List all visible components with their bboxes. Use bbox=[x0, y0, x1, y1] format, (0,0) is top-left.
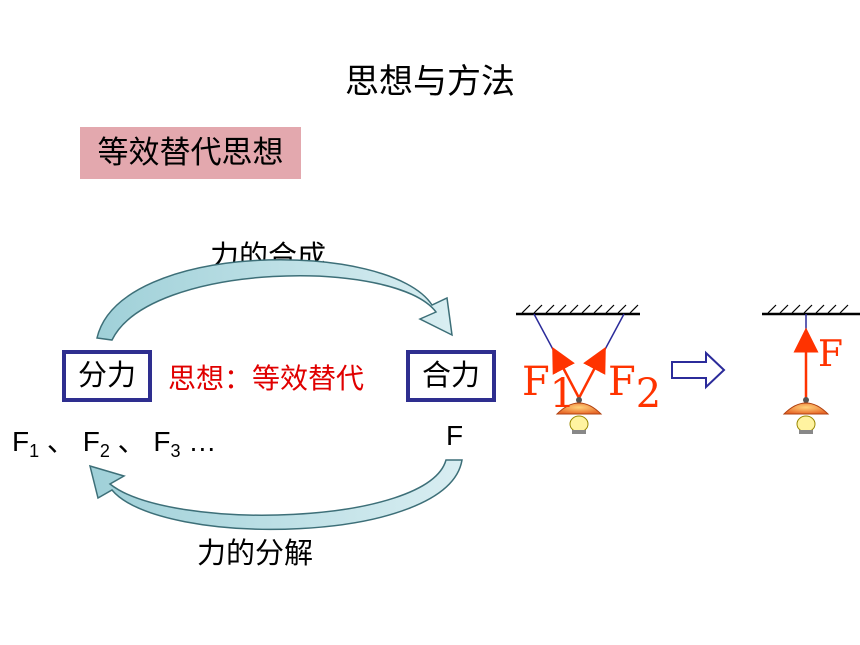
f1-label: F1 bbox=[522, 359, 575, 417]
f3-subscript: 3 bbox=[170, 441, 181, 461]
f3-symbol: F bbox=[153, 426, 171, 457]
equivalence-arrow bbox=[671, 350, 726, 390]
decomposition-label: 力的分解 bbox=[197, 536, 314, 570]
page-title: 思想与方法 bbox=[345, 62, 515, 102]
resultant-force-box: 合力 bbox=[406, 350, 496, 402]
f1-vector bbox=[552, 346, 581, 399]
composition-arrow bbox=[96, 259, 453, 341]
separator: 、 bbox=[46, 426, 75, 457]
decomposition-arrow bbox=[88, 459, 463, 531]
f2-symbol: F bbox=[82, 426, 100, 457]
left-lamp-icon bbox=[555, 397, 603, 434]
component-force-box: 分力 bbox=[62, 350, 152, 402]
f1-subscript: 1 bbox=[29, 441, 40, 461]
f2-subscript: 2 bbox=[99, 441, 110, 461]
right-lamp-icon bbox=[782, 397, 830, 434]
equivalent-substitution-text: 思想：等效替代 bbox=[168, 362, 365, 395]
ellipsis: … bbox=[188, 426, 217, 457]
separator: 、 bbox=[117, 426, 146, 457]
f-label: F bbox=[818, 334, 843, 375]
method-tag: 等效替代思想 bbox=[80, 127, 301, 179]
left-ceiling bbox=[516, 304, 640, 316]
f2-label: F2 bbox=[608, 359, 661, 417]
f2-vector bbox=[577, 346, 606, 399]
resultant-force-symbol: F bbox=[446, 420, 464, 451]
right-ceiling bbox=[762, 304, 860, 316]
component-forces-list: F1 、 F2 、 F3 … bbox=[12, 420, 216, 462]
f1-symbol: F bbox=[12, 426, 30, 457]
